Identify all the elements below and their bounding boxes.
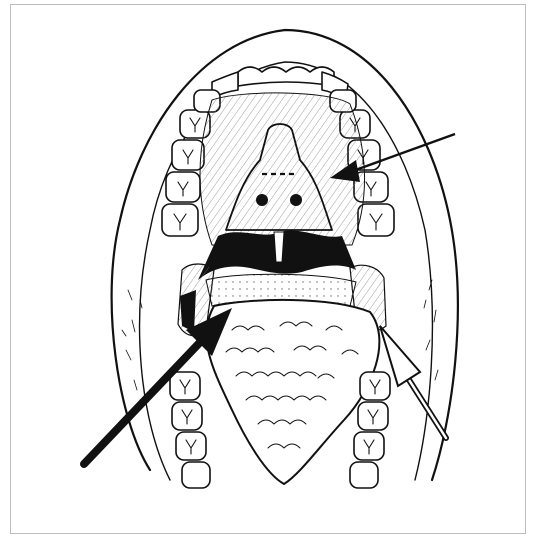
hard-palate [200,93,365,245]
uvula [274,232,284,262]
tongue [207,300,380,484]
pillar-shadow-left [180,290,196,332]
cheek-stipple-left [122,290,142,390]
nasal-opening-left [256,194,268,206]
bold-arrow-icon [84,308,232,464]
nasal-opening-right [290,194,302,206]
